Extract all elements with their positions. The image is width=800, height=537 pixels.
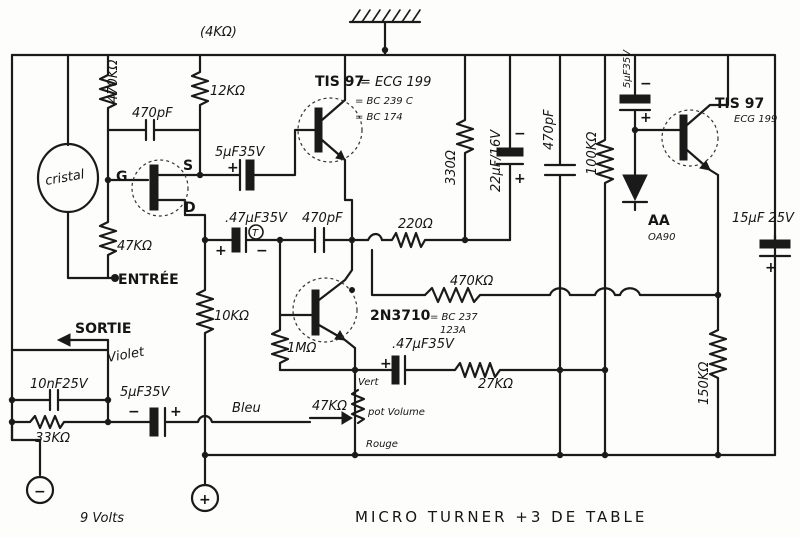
label-minus-g: − (128, 404, 140, 420)
label-diode-ref: OA90 (648, 232, 675, 243)
label-plus-f: + (380, 356, 392, 372)
label-jfet-d: D (184, 200, 196, 216)
label-wire-rouge: Rouge (366, 439, 398, 450)
label-r-100k: 100KΩ (585, 132, 600, 175)
label-t3-equiv: ECG 199 (734, 114, 777, 125)
test-point-t (248, 224, 264, 240)
output-arrow (56, 333, 71, 347)
label-c-22u: 22µF/16V (489, 129, 504, 192)
label-c-5u-b: 5µF35V (622, 49, 633, 88)
label-plus-e: + (765, 260, 777, 276)
label-entree: ENTRÉE (118, 271, 179, 288)
label-c-10n: 10nF25V (30, 377, 89, 392)
jfet (131, 159, 202, 217)
positive-terminal (190, 483, 220, 513)
label-minus-b: − (256, 243, 268, 259)
resistor-100k (595, 53, 615, 457)
label-r-220: 220Ω (398, 217, 433, 232)
label-r-330: 330Ω (444, 150, 459, 185)
label-plus-c: + (514, 171, 526, 187)
label-c-47u: .47µF35V (225, 211, 288, 226)
label-jfet-g: G (116, 169, 128, 185)
capacitor-5uf-coupling (198, 158, 242, 192)
diode-aa (622, 174, 648, 202)
label-r-470k-b: 470KΩ (450, 274, 493, 289)
capacitor-5uf-output (149, 407, 159, 437)
label-plus-a: + (227, 160, 239, 176)
label-pot: 47KΩ (312, 399, 347, 414)
label-t1-alt2: = BC 174 (355, 112, 403, 123)
capacitor-15uf (759, 239, 791, 249)
label-r-12k: 12KΩ (210, 84, 245, 99)
label-minus-d: − (640, 76, 652, 92)
label-plus-b: + (215, 243, 227, 259)
transistor-t2 (292, 238, 358, 350)
label-plus-d: + (640, 110, 652, 126)
resistor-470k-left (98, 53, 118, 132)
capacitor-047uf-b (391, 355, 400, 385)
label-r-27k: 27KΩ (478, 377, 513, 392)
right-rail (726, 53, 777, 457)
resistor-33k (10, 414, 110, 430)
label-t1-alt1: = BC 239 C (355, 96, 413, 107)
capacitor-22uf (496, 147, 524, 157)
label-sortie: SORTIE (75, 321, 131, 337)
capacitor-470pf-feedback (106, 118, 202, 142)
resistor-1m (270, 313, 357, 372)
label-r-1m: 1MΩ (287, 341, 316, 356)
potentiometer-volume (350, 388, 366, 425)
label-pos-terminal: + (199, 492, 211, 508)
label-c-470p-a: 470pF (132, 106, 173, 121)
label-minus-c: − (514, 126, 526, 142)
resistor-10k (195, 238, 215, 422)
label-c-5u-a: 5µF35V (215, 145, 266, 160)
label-c-470p-b: 470pF (302, 211, 343, 226)
label-r-10k: 10KΩ (214, 309, 249, 324)
label-t-mark: T (252, 228, 259, 239)
transistor-t1 (297, 53, 363, 202)
label-wire-violet: Violet (106, 345, 146, 366)
resistor-150k (708, 328, 728, 457)
label-wire-vert: Vert (358, 377, 380, 388)
label-r-470k: 470KΩ (106, 60, 121, 103)
label-cristal: cristal (44, 167, 86, 189)
label-supply: 9 Volts (80, 511, 124, 526)
negative-terminal (25, 475, 55, 505)
label-diode: AA (648, 213, 670, 229)
label-top-resistor: (4KΩ) (200, 25, 237, 40)
label-plus-g: + (170, 404, 182, 420)
label-t2-alt: 123A (440, 325, 466, 336)
resistor-470k-feedback (423, 286, 720, 304)
label-c-15u: 15µF 25V (732, 211, 795, 226)
label-t1-name: TIS 97 (315, 74, 364, 90)
label-t2-name: 2N3710 (370, 308, 431, 324)
label-r-33k: 33KΩ (35, 431, 70, 446)
label-t2-equiv: = BC 237 (430, 312, 478, 323)
crystal-cartridge (36, 53, 117, 280)
capacitor-5uf-coupling-plate (245, 159, 255, 191)
resistor-12k (190, 53, 210, 177)
label-r-47k: 47KΩ (117, 239, 152, 254)
label-t1-equiv: = ECG 199 (360, 75, 431, 90)
diagram-title: MICRO TURNER +3 DE TABLE (355, 508, 647, 526)
label-t3-name: TIS 97 (715, 96, 764, 112)
label-c-470p-c: 470pF (542, 109, 557, 150)
resistor-47k-gate (98, 178, 118, 280)
label-neg-terminal: − (34, 484, 46, 500)
capacitor-047uf-a (231, 227, 241, 253)
transistor-t3 (661, 53, 730, 177)
capacitor-5uf-right (619, 94, 651, 104)
label-wire-bleu: Bleu (232, 401, 261, 416)
resistor-27k (443, 361, 562, 379)
label-pot-volume: pot Volume (367, 407, 425, 418)
capacitor-470pf-middle (278, 226, 354, 254)
label-c-5u-c: 5µF35V (120, 385, 171, 400)
label-r-150k: 150KΩ (697, 362, 712, 405)
label-jfet-s: S (183, 158, 193, 174)
resistor-330 (455, 53, 475, 242)
resistor-220 (380, 231, 512, 249)
label-c-47u-b: .47µF35V (392, 337, 455, 352)
